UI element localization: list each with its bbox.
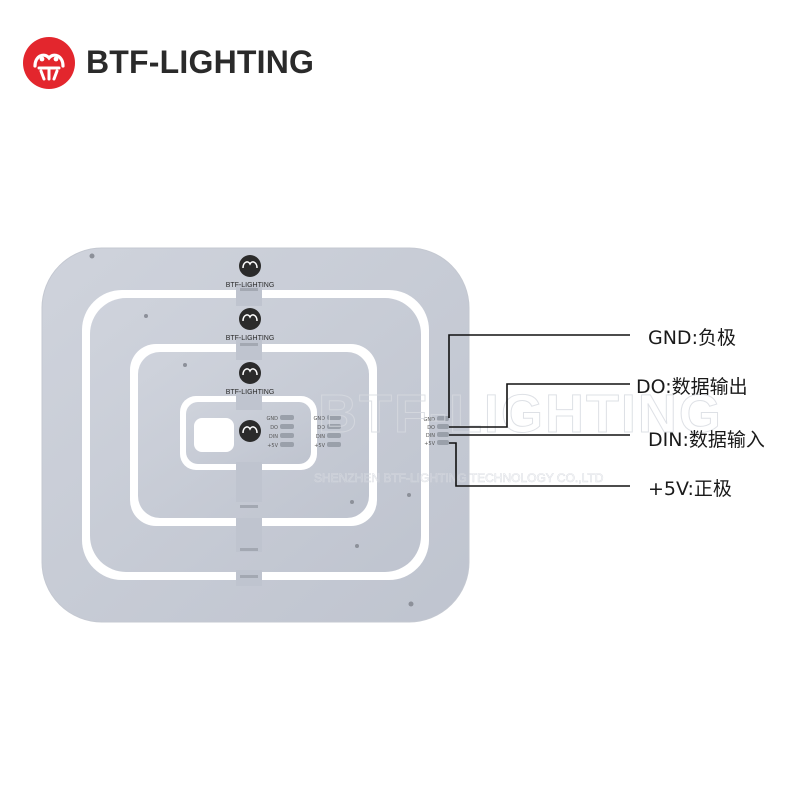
inner-pad-label-left-2: DO (270, 425, 278, 431)
leader-5v (449, 442, 630, 487)
outer-pads: GND DO DIN +5V (424, 416, 449, 447)
inner-pad-label-left-3: DIN (269, 434, 278, 440)
ring-logo-3: BTF-LIGHTING (226, 362, 275, 396)
outer-pad-label-2: DO (427, 425, 435, 431)
pin-label-gnd: GND:负极 (648, 327, 736, 349)
inner-pad-label-right-3: DIN (316, 434, 325, 440)
inner-pad-label-right-4: +5V (314, 443, 325, 449)
inner-pad-label-right-1: GND (314, 416, 326, 422)
leader-do (449, 383, 630, 428)
pin-label-5v: +5V:正极 (648, 478, 732, 500)
ring-logo-1: BTF-LIGHTING (226, 255, 275, 289)
board-dots (89, 253, 414, 607)
watermark-subtext: SHENZHEN BTF-LIGHTING TECHNOLOGY CO.,LTD (314, 471, 604, 485)
brand-logo: BTF-LIGHTING (22, 36, 322, 90)
ring-logo-1-text: BTF-LIGHTING (226, 282, 275, 289)
ring-logo-2: BTF-LIGHTING (226, 308, 275, 342)
outer-pad-label-3: DIN (426, 433, 435, 439)
inner-pad-label-right-2: DO (317, 425, 325, 431)
inner-pads-left: GND DO DIN +5V (267, 415, 294, 449)
ring-logo-3-text: BTF-LIGHTING (226, 389, 275, 396)
board-inner-cutout (194, 418, 234, 452)
pin-label-din: DIN:数据输入 (648, 429, 765, 451)
brand-name: BTF-LIGHTING (86, 44, 315, 80)
brand-logo-icon (23, 37, 75, 89)
ring-logo-2-text: BTF-LIGHTING (226, 335, 275, 342)
pin-leader-lines (448, 334, 630, 487)
inner-pad-label-left-1: GND (267, 416, 279, 422)
bridge-solder-marks (240, 288, 258, 578)
inner-pad-label-left-4: +5V (267, 443, 278, 449)
pin-label-do: DO:数据输出 (636, 376, 748, 398)
outer-pad-label-4: +5V (424, 441, 435, 447)
outer-pad-label-1: GND (424, 417, 436, 423)
inner-pads-right: GND DO DIN +5V (314, 415, 341, 449)
ring-logo-4 (239, 420, 261, 442)
leader-gnd (448, 334, 630, 418)
